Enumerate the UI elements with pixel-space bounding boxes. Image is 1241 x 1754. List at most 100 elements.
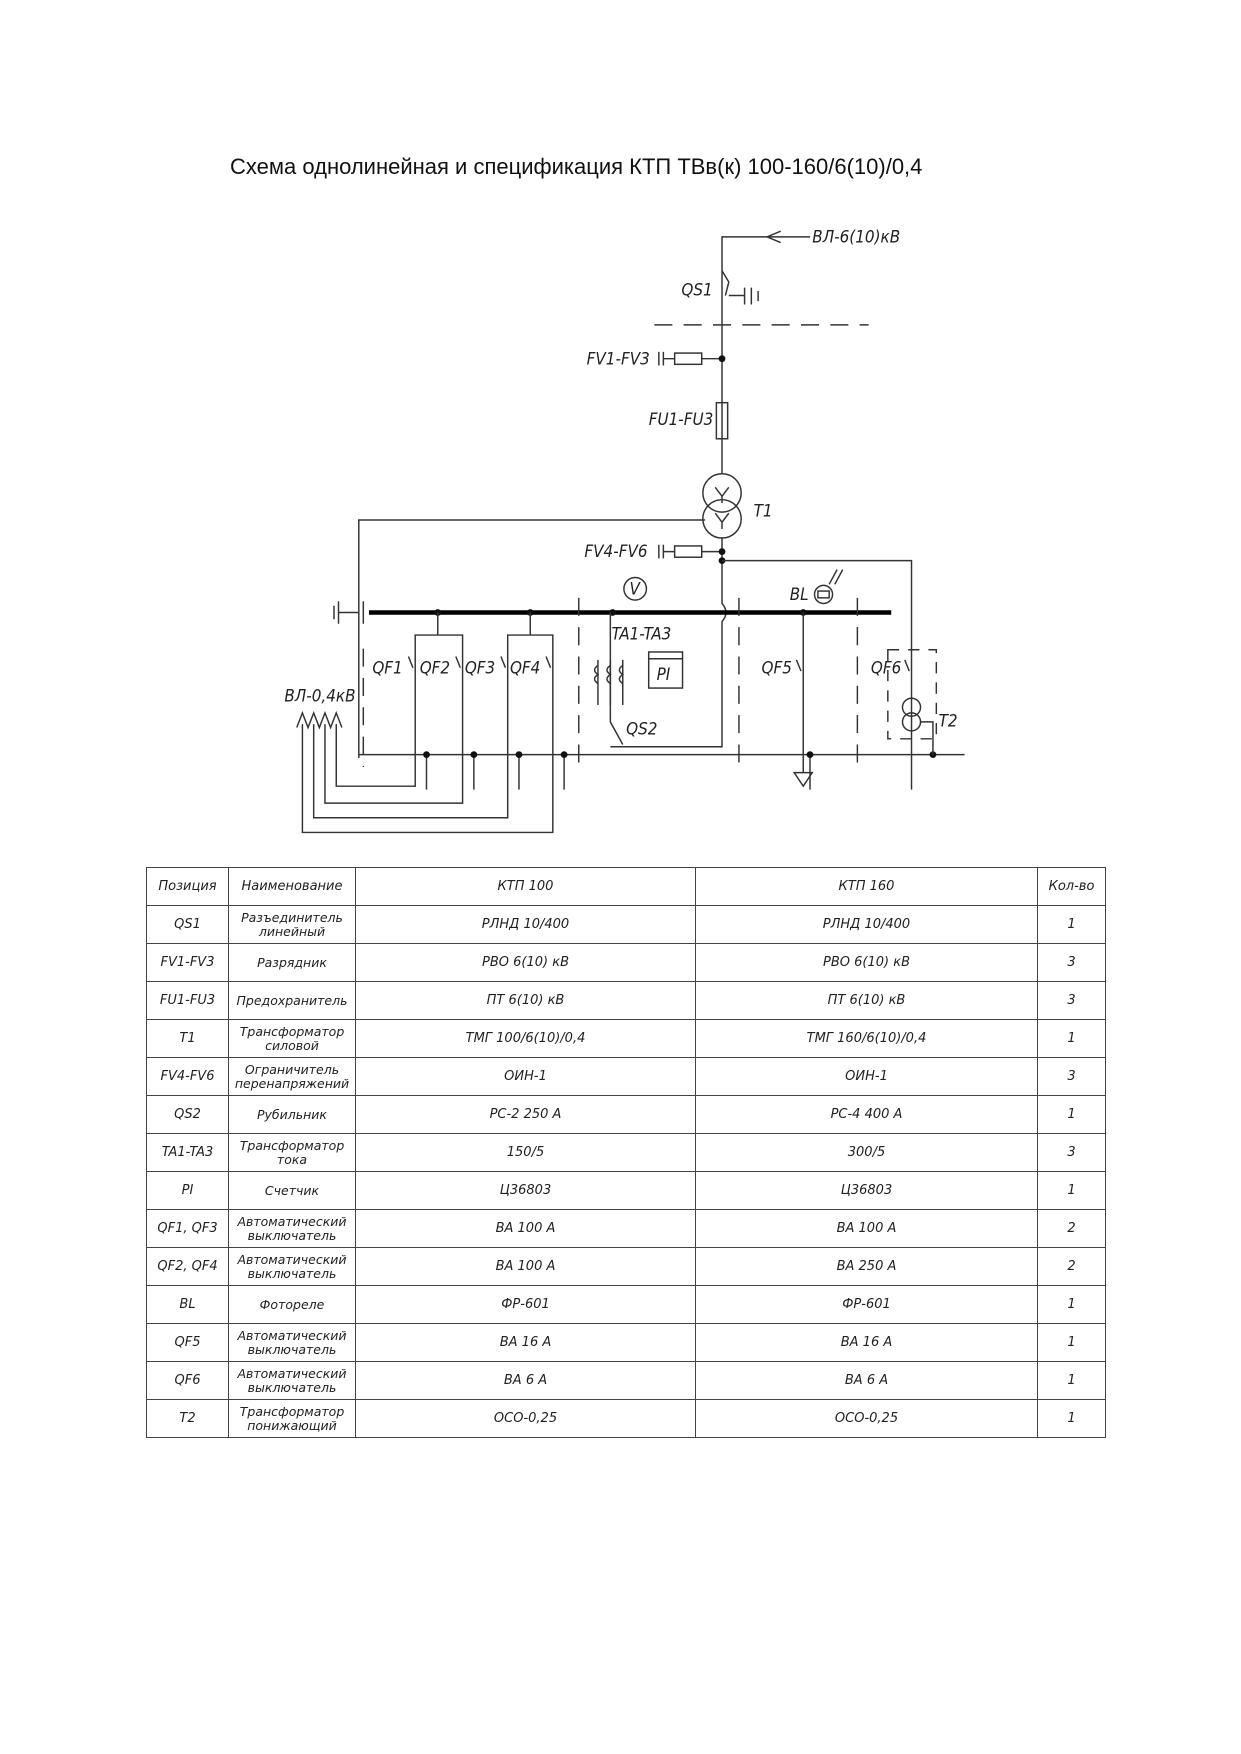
table-header-row: Позиция Наименование КТП 100 КТП 160 Кол… bbox=[146, 867, 1106, 906]
label-qf2: QF2 bbox=[420, 657, 450, 677]
cell-name: Ограничитель перенапряжений bbox=[228, 1057, 356, 1096]
label-fv1-fv3: FV1-FV3 bbox=[587, 348, 650, 368]
cell-quantity: 3 bbox=[1037, 943, 1106, 982]
cell-quantity: 1 bbox=[1037, 1095, 1106, 1134]
header-name: Наименование bbox=[228, 867, 356, 906]
cell-ktp160: ВА 6 А bbox=[695, 1361, 1038, 1400]
cell-ktp100: ВА 100 А bbox=[355, 1209, 696, 1248]
cell-position: T2 bbox=[146, 1399, 229, 1438]
cell-quantity: 2 bbox=[1037, 1247, 1106, 1286]
fv1-fv3-arrester: FV1-FV3 bbox=[587, 348, 726, 368]
cell-quantity: 1 bbox=[1037, 1323, 1106, 1362]
voltmeter: V bbox=[623, 576, 648, 601]
cell-ktp100: ВА 16 А bbox=[355, 1323, 696, 1362]
cell-quantity: 1 bbox=[1037, 1399, 1106, 1438]
document-title: Схема однолинейная и спецификация КТП ТВ… bbox=[230, 154, 923, 179]
header-position: Позиция bbox=[146, 867, 229, 906]
cell-ktp100: ОСО-0,25 bbox=[355, 1399, 696, 1438]
cell-name: Разрядник bbox=[228, 943, 356, 982]
outgoing-feeders: QF1 QF2 QF3 QF4 bbox=[301, 612, 554, 834]
lv-line-terminals: ВЛ-0,4кВ bbox=[284, 686, 356, 730]
cell-position: QF5 bbox=[146, 1323, 229, 1362]
cell-ktp160: ОИН-1 bbox=[695, 1057, 1038, 1096]
label-pi: PI bbox=[657, 664, 671, 684]
cell-quantity: 1 bbox=[1037, 905, 1106, 944]
cell-quantity: 1 bbox=[1037, 1171, 1106, 1210]
cell-ktp100: РВО 6(10) кВ bbox=[355, 943, 696, 982]
header-ktp160: КТП 160 bbox=[695, 867, 1038, 906]
cell-ktp100: РЛНД 10/400 bbox=[355, 905, 696, 944]
label-lv-line: ВЛ-0,4кВ bbox=[284, 686, 355, 706]
qf6-t2-group: QF6 T2 bbox=[871, 648, 958, 755]
cell-ktp100: ОИН-1 bbox=[355, 1057, 696, 1096]
cell-position: T1 bbox=[146, 1019, 229, 1058]
cell-position: QF1, QF3 bbox=[146, 1209, 229, 1248]
cell-ktp100: Ц36803 bbox=[355, 1171, 696, 1210]
label-qs1: QS1 bbox=[681, 280, 712, 300]
cell-quantity: 3 bbox=[1037, 981, 1106, 1020]
cell-quantity: 3 bbox=[1037, 1133, 1106, 1172]
cell-ktp160: ОСО-0,25 bbox=[695, 1399, 1038, 1438]
qs1-disconnector: QS1 bbox=[681, 270, 759, 305]
cell-position: QS1 bbox=[146, 905, 229, 944]
cell-name: Счетчик bbox=[228, 1171, 356, 1210]
section-dashed-lines bbox=[362, 597, 859, 773]
cell-position: QS2 bbox=[146, 1095, 229, 1134]
neutral-junctions bbox=[423, 751, 937, 790]
cell-position: QF2, QF4 bbox=[146, 1247, 229, 1286]
cell-ktp160: ФР-601 bbox=[695, 1285, 1038, 1324]
cell-position: BL bbox=[146, 1285, 229, 1324]
cell-quantity: 1 bbox=[1037, 1361, 1106, 1400]
specification-table: Позиция Наименование КТП 100 КТП 160 Кол… bbox=[146, 867, 1106, 1438]
cell-ktp100: РС-2 250 А bbox=[355, 1095, 696, 1134]
cell-ktp100: ВА 100 А bbox=[355, 1247, 696, 1286]
label-ta1-ta3: TA1-TA3 bbox=[611, 624, 671, 644]
cell-ktp100: ФР-601 bbox=[355, 1285, 696, 1324]
cell-ktp100: 150/5 bbox=[355, 1133, 696, 1172]
cell-quantity: 1 bbox=[1037, 1285, 1106, 1324]
cell-name: Трансформатор понижающий bbox=[228, 1399, 356, 1438]
label-t1: T1 bbox=[754, 501, 773, 521]
cell-ktp160: РС-4 400 А bbox=[695, 1095, 1038, 1134]
label-hv-line: ВЛ-6(10)кВ bbox=[812, 227, 900, 247]
cell-name: Автоматический выключатель bbox=[228, 1361, 356, 1400]
cell-name: Разъединитель линейный bbox=[228, 905, 356, 944]
cell-position: TA1-TA3 bbox=[146, 1133, 229, 1172]
label-t2: T2 bbox=[939, 710, 958, 730]
cell-ktp160: РВО 6(10) кВ bbox=[695, 943, 1038, 982]
cell-name: Трансформатор силовой bbox=[228, 1019, 356, 1058]
cell-position: FV4-FV6 bbox=[146, 1057, 229, 1096]
cell-ktp160: ВА 250 А bbox=[695, 1247, 1038, 1286]
cell-ktp160: Ц36803 bbox=[695, 1171, 1038, 1210]
ta1-ta3-current-transformers: TA1-TA3 QS2 bbox=[593, 612, 671, 745]
cell-quantity: 2 bbox=[1037, 1209, 1106, 1248]
cell-ktp160: ВА 100 А bbox=[695, 1209, 1038, 1248]
header-ktp100: КТП 100 bbox=[355, 867, 696, 906]
cell-name: Фотореле bbox=[228, 1285, 356, 1324]
cell-name: Рубильник bbox=[228, 1095, 356, 1134]
cell-name: Автоматический выключатель bbox=[228, 1247, 356, 1286]
cell-name: Предохранитель bbox=[228, 981, 356, 1020]
cell-name: Трансформатор тока bbox=[228, 1133, 356, 1172]
cell-ktp100: ТМГ 100/6(10)/0,4 bbox=[355, 1019, 696, 1058]
bl-photo-relay: BL bbox=[790, 569, 844, 605]
header-quantity: Кол-во bbox=[1037, 867, 1106, 906]
cell-quantity: 1 bbox=[1037, 1019, 1106, 1058]
cell-ktp160: ТМГ 160/6(10)/0,4 bbox=[695, 1019, 1038, 1058]
t1-power-transformer: T1 bbox=[702, 473, 773, 539]
neutral-wire bbox=[358, 519, 706, 758]
label-fv4-fv6: FV4-FV6 bbox=[584, 541, 647, 561]
label-bl: BL bbox=[790, 584, 809, 604]
cell-position: QF6 bbox=[146, 1361, 229, 1400]
